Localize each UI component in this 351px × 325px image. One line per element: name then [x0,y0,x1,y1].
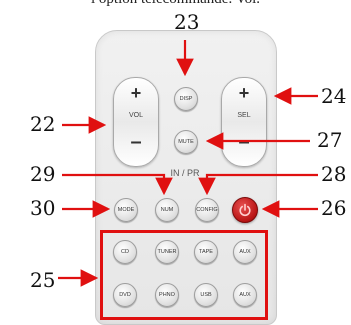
dvd-button[interactable]: DVD [113,283,137,307]
disp-button[interactable]: DISP [174,87,198,111]
in-pr-label: IN / PR [170,168,200,178]
arrow-28 [198,173,318,196]
vol-plus-label: + [130,83,142,103]
sel-rocker[interactable]: + SEL – [221,77,267,167]
vol-rocker[interactable]: + VOL – [113,77,159,167]
sel-label: SEL [237,112,251,119]
mute-button[interactable]: MUTE [174,130,198,154]
callout-22: 22 [30,112,56,136]
mode-button[interactable]: MODE [114,198,138,222]
callout-24: 24 [321,84,347,108]
sel-plus-label: + [238,83,250,103]
power-icon [239,203,251,217]
callout-23: 23 [174,10,200,34]
cd-button[interactable]: CD [113,240,137,264]
tape-button[interactable]: TAPE [194,240,218,264]
arrow-29 [62,173,173,196]
callout-28: 28 [321,162,347,186]
aux2-button[interactable]: AUX [233,283,257,307]
power-button[interactable] [232,197,258,223]
aux-button[interactable]: AUX [233,240,257,264]
source-buttons-highlight [100,230,268,320]
vol-label: VOL [128,112,143,119]
callout-30: 30 [30,196,56,220]
usb-button[interactable]: USB [194,283,218,307]
tuner-button[interactable]: TUNER [155,240,179,264]
num-button[interactable]: NUM [155,198,179,222]
caption-fragment: ı option telecommande. Vol. [0,0,351,8]
vol-minus-label: – [130,131,142,153]
callout-27: 27 [317,128,343,152]
callout-29: 29 [30,162,56,186]
phono-button[interactable]: PHNO [155,283,179,307]
config-button[interactable]: CONFIG [195,198,219,222]
callout-26: 26 [321,196,347,220]
callout-25: 25 [30,268,56,292]
